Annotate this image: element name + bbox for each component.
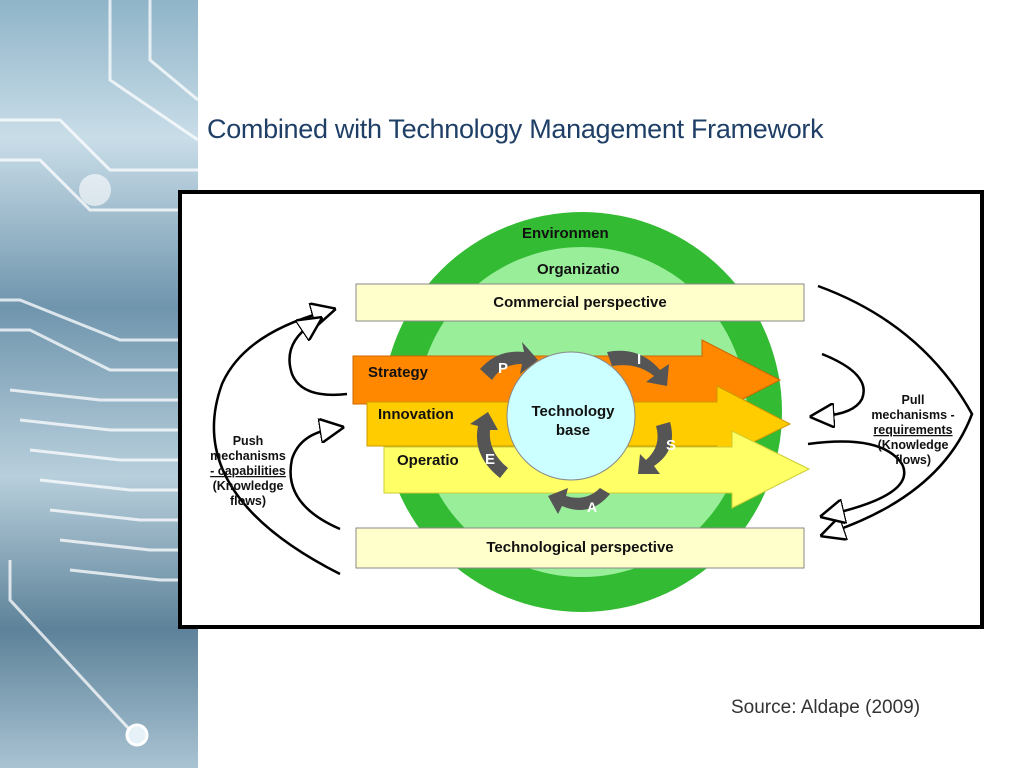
pull-arrow-top <box>818 284 974 532</box>
push-line4: (Knowledge <box>213 479 284 493</box>
circuit-traces-graphic <box>0 0 198 747</box>
pull-arrow-low <box>807 440 906 515</box>
push-arrow-low <box>289 429 340 531</box>
pull-line3: requirements <box>873 423 952 437</box>
innovation-label: Innovation <box>378 406 454 423</box>
cycle-letter-i: I <box>637 351 641 368</box>
commercial-band-label: Commercial perspective <box>493 294 666 311</box>
push-line5: flows) <box>230 494 266 508</box>
technology-base-line2: base <box>556 422 590 439</box>
cycle-letter-s: S <box>666 437 676 454</box>
framework-diagram-canvas: Environmen Organizatio Commercial perspe… <box>210 212 974 612</box>
operation-label: Operatio <box>397 452 459 469</box>
pull-arrow-mid <box>822 352 865 416</box>
technology-base-line1: Technology <box>531 403 615 420</box>
cycle-letter-p: P <box>498 360 508 377</box>
slide-title: Combined with Technology Management Fram… <box>207 114 824 144</box>
cycle-arrow-a <box>548 488 610 514</box>
pull-line5: flows) <box>895 453 931 467</box>
push-line1: Push <box>233 434 264 448</box>
cycle-arrow-e <box>470 412 508 478</box>
push-line3: - capabilities <box>210 464 286 478</box>
source-citation: Source: Aldape (2009) <box>731 697 921 718</box>
technology-base-circle <box>506 351 636 481</box>
push-arrow-mid <box>288 324 348 396</box>
push-line2: mechanisms <box>210 449 286 463</box>
cycle-letter-e: E <box>485 451 495 468</box>
environment-label: Environmen <box>522 225 609 242</box>
cycle-arrow-i <box>607 350 669 386</box>
technological-band <box>355 527 805 569</box>
cycle-arrow-s <box>638 422 672 474</box>
technological-band-label: Technological perspective <box>486 539 673 556</box>
framework-diagram: Environmen Organizatio Commercial perspe… <box>178 190 984 629</box>
pull-line4: (Knowledge <box>878 438 949 452</box>
strategy-label: Strategy <box>368 364 429 381</box>
cycle-arrow-p <box>480 342 538 380</box>
organization-label: Organizatio <box>537 261 620 278</box>
pull-line2: mechanisms - <box>871 408 954 422</box>
commercial-band <box>355 283 805 322</box>
push-arrow-top <box>212 312 341 576</box>
cycle-letter-a: A <box>587 499 597 515</box>
pull-line1: Pull <box>902 393 925 407</box>
decorative-side-panel <box>0 0 198 768</box>
